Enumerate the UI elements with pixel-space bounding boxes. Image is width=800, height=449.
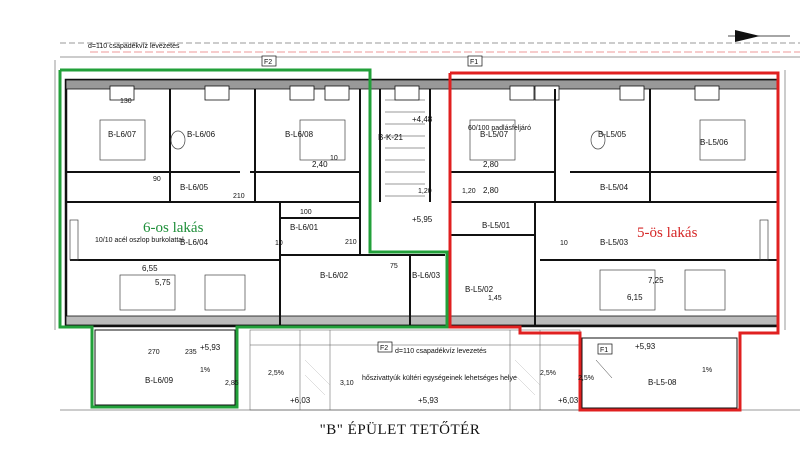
dimension: 130 bbox=[120, 98, 132, 105]
dimension: 2,85 bbox=[225, 380, 239, 387]
pipe-note: d=110 csapadékvíz levezetés bbox=[88, 43, 180, 50]
dimension: 10 bbox=[560, 240, 568, 247]
dimension: 235 bbox=[185, 349, 197, 356]
dimension: 210 bbox=[233, 193, 245, 200]
dimension: 5,75 bbox=[155, 278, 171, 287]
dimension: 10 bbox=[330, 155, 338, 162]
dimension: 3,10 bbox=[340, 380, 354, 387]
dimension: 270 bbox=[148, 349, 160, 356]
marker-label: F1 bbox=[470, 59, 478, 66]
level-mark: +4,48 bbox=[412, 115, 433, 124]
slope-label: 2,5% bbox=[578, 375, 594, 382]
level-mark: +6,03 bbox=[558, 396, 579, 405]
room-label: B-L5/02 bbox=[465, 285, 494, 294]
unit-5-outline bbox=[448, 71, 780, 412]
dimension: 1,20 bbox=[462, 188, 476, 195]
level-mark: +5,95 bbox=[412, 215, 433, 224]
unit-6-label: 6-os lakás bbox=[143, 220, 204, 236]
hvac-note: hőszivattyúk kültéri egységeinek lehetsé… bbox=[362, 375, 517, 382]
room-label: B-L6/03 bbox=[412, 271, 441, 280]
unit-5-label: 5-ös lakás bbox=[637, 225, 698, 241]
page-title: "B" ÉPÜLET TETŐTÉR bbox=[319, 422, 481, 438]
staircase bbox=[385, 99, 425, 197]
roof-edge-bottom bbox=[65, 315, 779, 326]
slope-label: 2,5% bbox=[540, 370, 556, 377]
room-label: B-L6/05 bbox=[180, 183, 209, 192]
roof-edge-top bbox=[65, 79, 779, 90]
dimension: 7,25 bbox=[648, 276, 664, 285]
room-label: B-L6/08 bbox=[285, 130, 314, 139]
dimension: 210 bbox=[345, 239, 357, 246]
level-mark: +5,93 bbox=[418, 396, 439, 405]
room-label: B-L5/01 bbox=[482, 221, 511, 230]
room-label: B-L5/03 bbox=[600, 238, 629, 247]
level-mark: +5,93 bbox=[635, 342, 656, 351]
north-arrow-icon bbox=[728, 30, 790, 42]
dimension: 2,40 bbox=[312, 160, 328, 169]
marker-label: F2 bbox=[264, 59, 272, 66]
room-label: B-L5/06 bbox=[700, 138, 729, 147]
furniture bbox=[69, 119, 769, 311]
room-label: B-L6/06 bbox=[187, 130, 216, 139]
hatching bbox=[304, 359, 541, 396]
unit-6-outline bbox=[58, 68, 449, 409]
room-label: B-L5/04 bbox=[600, 183, 629, 192]
balcony-left bbox=[94, 329, 236, 406]
room-label: B-L6/04 bbox=[180, 238, 209, 247]
column-note: 10/10 acél oszlop burkolattal bbox=[95, 237, 184, 244]
dimension: 100 bbox=[300, 209, 312, 216]
pipe-note: d=110 csapadékvíz levezetés bbox=[395, 348, 487, 355]
dimension: 90 bbox=[153, 176, 161, 183]
marker-label: F1 bbox=[600, 347, 608, 354]
slope-label: 1% bbox=[200, 367, 210, 374]
dimension: 2,80 bbox=[483, 160, 499, 169]
dimension: 10 bbox=[275, 240, 283, 247]
room-label: B-L5-08 bbox=[648, 378, 677, 387]
dimension: 6,15 bbox=[627, 293, 643, 302]
dimension: 2,80 bbox=[483, 186, 499, 195]
room-label: B-L6/07 bbox=[108, 130, 137, 139]
room-label: B-L5/07 bbox=[480, 130, 509, 139]
slope-label: 1% bbox=[702, 367, 712, 374]
room-label: B-L5/05 bbox=[598, 130, 627, 139]
window-row bbox=[109, 85, 720, 101]
ceiling-note: 60/100 padlásfeljáró bbox=[468, 125, 531, 132]
dimension: 75 bbox=[390, 263, 398, 270]
room-label: B-K-21 bbox=[378, 133, 403, 142]
dimension: 1,45 bbox=[488, 295, 502, 302]
marker-label: F2 bbox=[380, 345, 388, 352]
level-mark: +5,93 bbox=[200, 343, 221, 352]
dimension: 6,55 bbox=[142, 264, 158, 273]
dimension: 1,20 bbox=[418, 188, 432, 195]
room-label: B-L6/01 bbox=[290, 223, 319, 232]
level-mark: +6,03 bbox=[290, 396, 311, 405]
room-label: B-L6/02 bbox=[320, 271, 349, 280]
room-label: B-L6/09 bbox=[145, 376, 174, 385]
slope-label: 2,5% bbox=[268, 370, 284, 377]
interior-walls bbox=[66, 89, 778, 325]
slope-arrow bbox=[595, 359, 613, 379]
